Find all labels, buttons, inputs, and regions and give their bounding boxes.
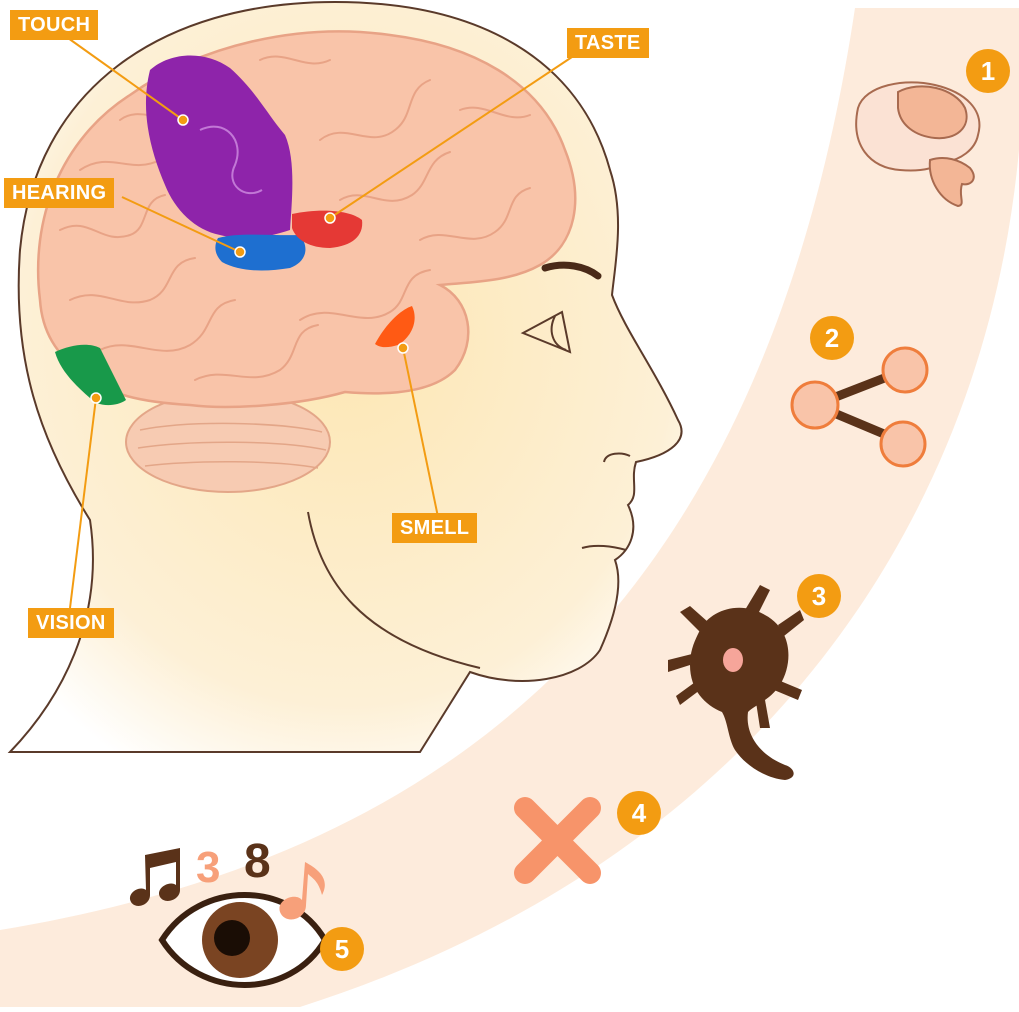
step-5-badge: 5 [320, 927, 364, 971]
digit-8-glyph: 8 [244, 838, 271, 886]
hearing-label: HEARING [4, 178, 114, 208]
step-3-badge: 3 [797, 574, 841, 618]
step-2-badge: 2 [810, 316, 854, 360]
step-1-badge: 1 [966, 49, 1010, 93]
hearing-area [215, 235, 305, 271]
touch-label: TOUCH [10, 10, 98, 40]
step-4-badge: 4 [617, 791, 661, 835]
digit-3-glyph: 3 [196, 846, 220, 890]
taste-label: TASTE [567, 28, 649, 58]
vision-label: VISION [28, 608, 114, 638]
smell-label: SMELL [392, 513, 477, 543]
